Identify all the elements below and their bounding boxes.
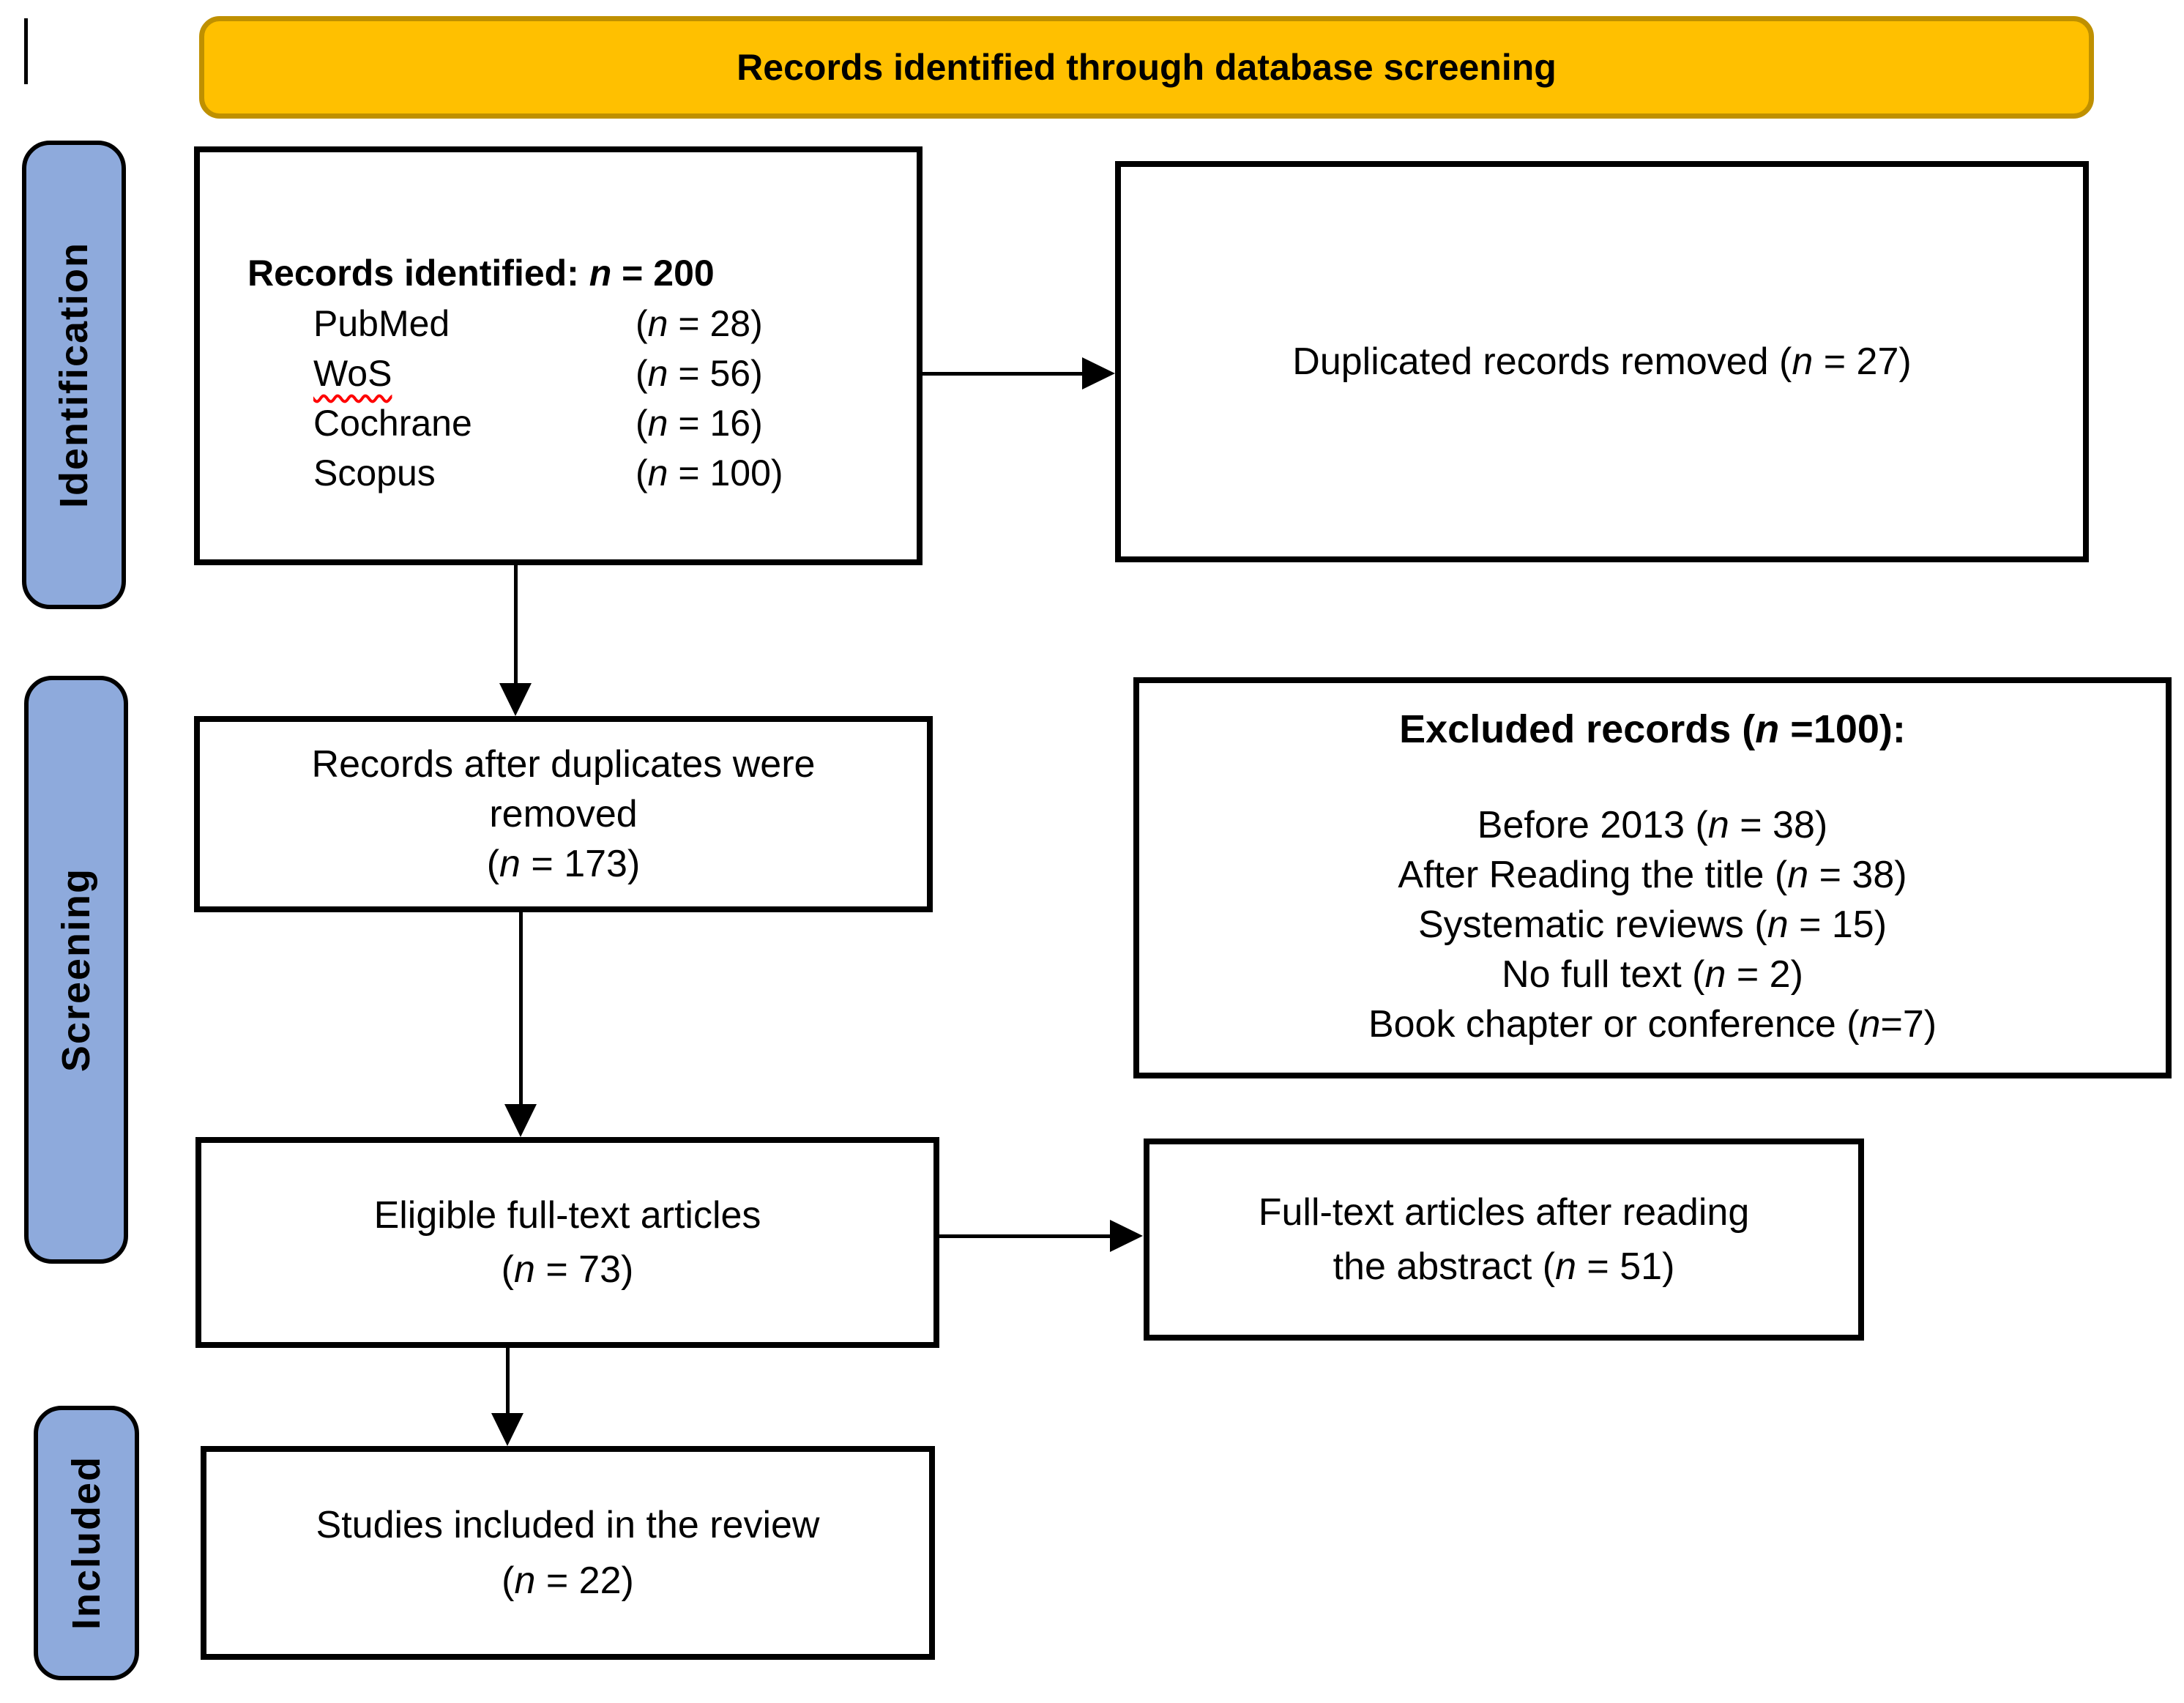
arrow-eligible-to-included-line: [506, 1347, 510, 1414]
stage-label-screening: Screening: [54, 867, 98, 1073]
eligible-line: Eligible full-text articles: [373, 1194, 761, 1237]
arrow-afterdup-to-eligible-head: [504, 1104, 537, 1137]
stage-tag-screening: Screening: [24, 676, 128, 1264]
source-count: (n = 28): [636, 303, 763, 344]
banner-label: Records identified through database scre…: [737, 47, 1557, 88]
arrow-identified-to-afterdup-head: [499, 683, 532, 716]
box-studies-included: Studies included in the review (n = 22): [201, 1446, 935, 1660]
excluded-item: Systematic reviews (n = 15): [1417, 903, 1887, 946]
source-row-scopus: Scopus (n = 100): [247, 448, 902, 498]
excluded-item: After Reading the title (n = 38): [1398, 854, 1907, 896]
arrow-identified-to-duplicates-head: [1082, 357, 1115, 390]
arrow-eligible-to-included-head: [491, 1413, 523, 1446]
box-after-duplicates: Records after duplicates were removed (n…: [194, 716, 933, 912]
stage-tag-included: Included: [34, 1406, 139, 1680]
stage-tag-identification: Identification: [22, 141, 126, 609]
excluded-item: Before 2013 (n = 38): [1477, 804, 1828, 846]
records-identified-title: Records identified: n = 200: [247, 253, 715, 294]
source-count: (n = 16): [636, 403, 763, 444]
box-excluded-records: Excluded records (n =100): Before 2013 (…: [1133, 677, 2172, 1078]
after-duplicates-line: removed: [489, 793, 638, 835]
source-count: (n = 56): [636, 353, 763, 394]
source-count: (n = 100): [636, 452, 783, 493]
arrow-identified-to-afterdup-line: [514, 565, 518, 684]
included-count: (n = 22): [502, 1559, 634, 1602]
arrow-afterdup-to-eligible-line: [519, 912, 523, 1105]
stage-label-identification: Identification: [52, 242, 96, 508]
arrow-eligible-to-fulltext-line: [939, 1234, 1111, 1238]
source-row-pubmed: PubMed (n = 28): [247, 299, 902, 349]
eligible-count: (n = 73): [501, 1248, 634, 1291]
text-cursor-artifact: [24, 18, 28, 84]
excluded-item: Book chapter or conference (n=7): [1368, 1003, 1937, 1046]
source-row-wos: WoS (n = 56): [247, 349, 902, 398]
stage-label-included: Included: [64, 1456, 108, 1631]
included-line: Studies included in the review: [316, 1504, 820, 1546]
banner-database-screening: Records identified through database scre…: [199, 16, 2094, 119]
duplicates-removed-label: Duplicated records removed (n = 27): [1292, 340, 1912, 383]
excluded-item: No full text (n = 2): [1502, 953, 1803, 996]
after-duplicates-line: Records after duplicates were: [311, 743, 816, 786]
excluded-spacer: [1139, 755, 2166, 800]
source-name: WoS: [313, 353, 392, 394]
source-name: Cochrane: [313, 403, 472, 444]
source-name: Scopus: [313, 452, 436, 493]
after-duplicates-count: (n = 173): [486, 843, 641, 885]
box-records-identified: Records identified: n = 200 PubMed (n = …: [194, 146, 923, 565]
box-fulltext-after-abstract: Full-text articles after reading the abs…: [1144, 1139, 1864, 1341]
fulltext-abstract-line: Full-text articles after reading: [1258, 1191, 1750, 1234]
arrow-eligible-to-fulltext-head: [1110, 1220, 1143, 1252]
arrow-identified-to-duplicates-line: [921, 372, 1084, 376]
fulltext-abstract-count: the abstract (n = 51): [1333, 1245, 1675, 1288]
box-eligible-fulltext: Eligible full-text articles (n = 73): [195, 1137, 939, 1348]
box-duplicates-removed: Duplicated records removed (n = 27): [1115, 161, 2089, 562]
excluded-title: Excluded records (n =100):: [1399, 707, 1906, 751]
source-row-cochrane: Cochrane (n = 16): [247, 398, 902, 448]
source-name: PubMed: [313, 303, 450, 344]
